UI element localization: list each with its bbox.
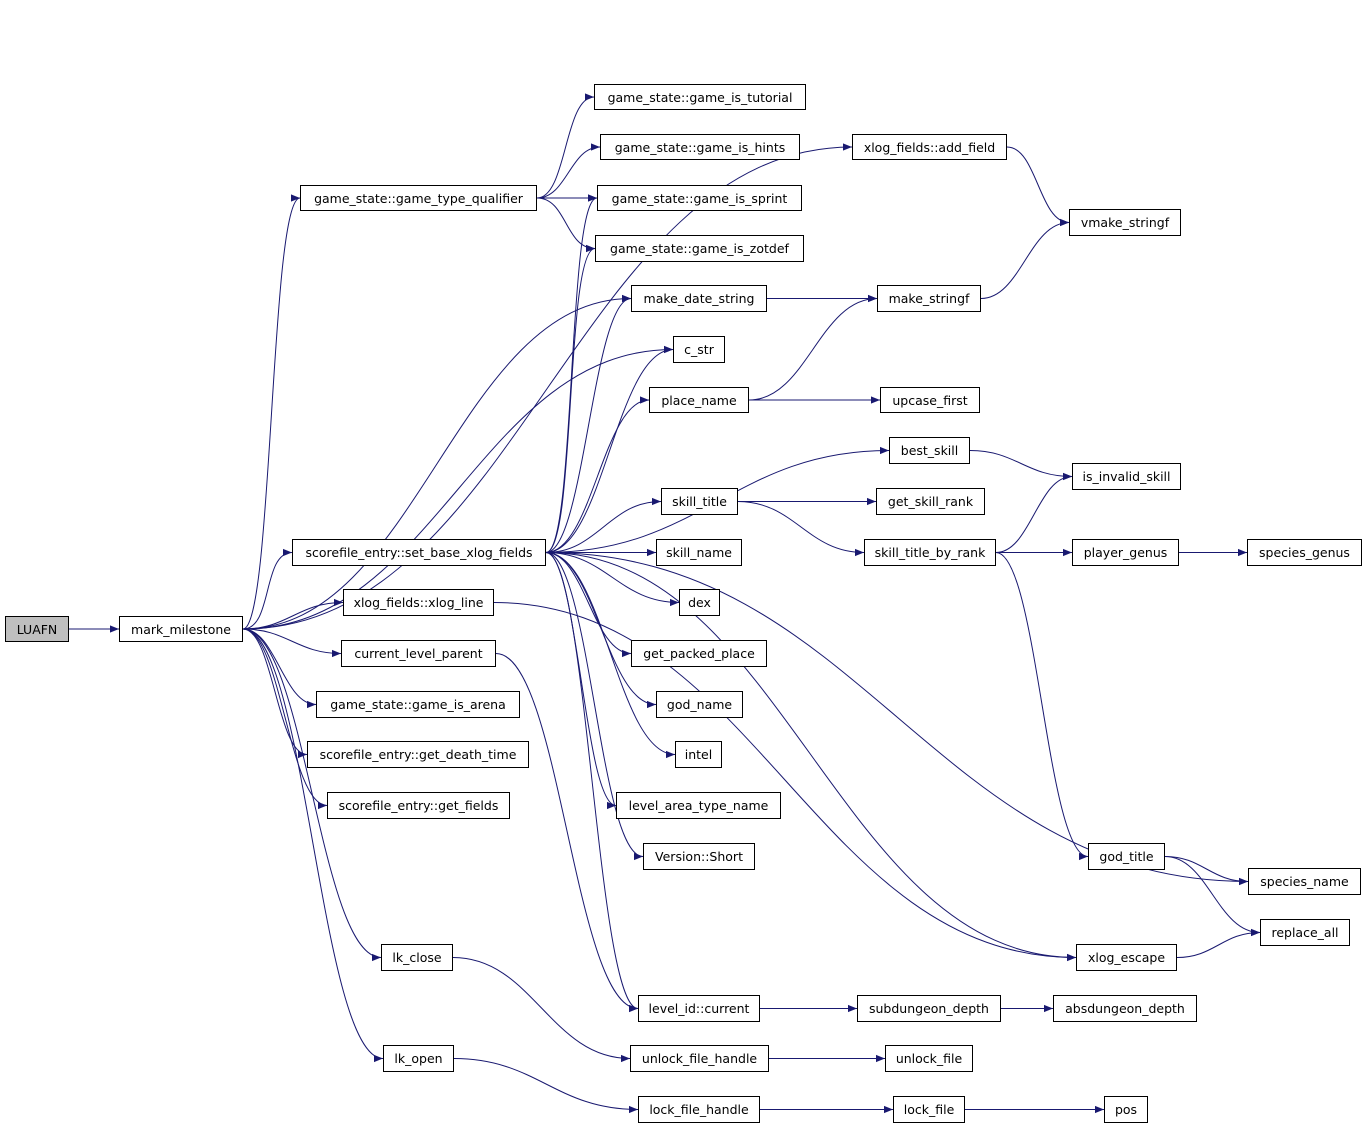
node-zotdef[interactable]: game_state::game_is_zotdef xyxy=(595,235,804,262)
edge-mark_milestone-to-set_base xyxy=(242,548,293,630)
node-get-skill-rank[interactable]: get_skill_rank xyxy=(876,488,985,515)
node-dex[interactable]: dex xyxy=(679,589,720,616)
node-sprint[interactable]: game_state::game_is_sprint xyxy=(597,185,802,211)
edge-set_base-to-version_short xyxy=(545,552,644,861)
edge-god_title-to-species_name xyxy=(1164,856,1249,886)
edge-clp-to-level_current xyxy=(495,653,639,1013)
edge-gtq-to-zotdef xyxy=(536,197,596,253)
node-tutorial[interactable]: game_state::game_is_tutorial xyxy=(594,84,806,110)
edge-set_base-to-dex xyxy=(545,552,680,607)
edge-mark_milestone-to-lk_close xyxy=(242,628,382,962)
node-lat-name[interactable]: level_area_type_name xyxy=(616,792,781,819)
edge-lk_open-to-lock_file_handle xyxy=(453,1058,639,1114)
edge-mark_milestone-to-make_date_string xyxy=(242,294,632,630)
node-lock-file-handle[interactable]: lock_file_handle xyxy=(638,1096,760,1123)
node-add-field[interactable]: xlog_fields::add_field xyxy=(852,134,1007,160)
node-unlock-file[interactable]: unlock_file xyxy=(885,1045,973,1072)
node-mark-milestone[interactable]: mark_milestone xyxy=(119,616,243,642)
node-skill-title[interactable]: skill_title xyxy=(661,488,738,515)
edge-gtq-to-hints xyxy=(536,143,601,199)
edge-set_base-to-intel xyxy=(545,552,676,759)
edge-set_base-to-make_date_string xyxy=(545,294,632,553)
node-level-current[interactable]: level_id::current xyxy=(638,995,760,1022)
node-stbr[interactable]: skill_title_by_rank xyxy=(864,539,996,566)
edge-stbr-to-is_invalid_skill xyxy=(995,472,1073,553)
node-c-str[interactable]: c_str xyxy=(673,336,725,363)
node-get-packed-place[interactable]: get_packed_place xyxy=(631,640,767,667)
edge-set_base-to-lat_name xyxy=(545,552,617,810)
edge-mark_milestone-to-lk_open xyxy=(242,628,384,1063)
edge-mark_milestone-to-gtq xyxy=(242,194,301,630)
edge-add_field-to-vmake_stringf xyxy=(1006,146,1070,227)
edge-set_base-to-level_current xyxy=(545,552,639,1013)
node-god-name[interactable]: god_name xyxy=(656,691,743,718)
edge-set_base-to-species_name xyxy=(545,552,1249,886)
edge-set_base-to-get_packed_place xyxy=(545,552,632,658)
node-player-genus[interactable]: player_genus xyxy=(1072,539,1179,566)
node-vmake-stringf[interactable]: vmake_stringf xyxy=(1069,209,1181,236)
node-lk-open[interactable]: lk_open xyxy=(383,1045,454,1072)
node-absdungeon-depth[interactable]: absdungeon_depth xyxy=(1053,995,1197,1022)
edge-mark_milestone-to-arena xyxy=(242,628,317,709)
node-clp[interactable]: current_level_parent xyxy=(341,640,496,667)
edge-stbr-to-god_title xyxy=(995,552,1089,861)
node-set-base[interactable]: scorefile_entry::set_base_xlog_fields xyxy=(292,539,546,566)
edge-make_stringf-to-vmake_stringf xyxy=(980,218,1070,299)
node-species-genus[interactable]: species_genus xyxy=(1247,539,1362,566)
edge-mark_milestone-to-c_str xyxy=(242,345,674,630)
node-gtq[interactable]: game_state::game_type_qualifier xyxy=(300,185,537,211)
edge-set_base-to-place_name xyxy=(545,396,650,553)
node-place-name[interactable]: place_name xyxy=(649,387,749,413)
node-lk-close[interactable]: lk_close xyxy=(381,944,453,971)
node-subdungeon-depth[interactable]: subdungeon_depth xyxy=(857,995,1001,1022)
edge-xlog_line-to-xlog_escape xyxy=(493,602,1077,962)
node-get-fields[interactable]: scorefile_entry::get_fields xyxy=(327,792,510,819)
node-xlog-escape[interactable]: xlog_escape xyxy=(1076,944,1177,971)
node-make-stringf[interactable]: make_stringf xyxy=(877,285,981,312)
node-is-invalid-skill[interactable]: is_invalid_skill xyxy=(1072,463,1181,490)
edge-best_skill-to-is_invalid_skill xyxy=(969,450,1073,481)
edge-mark_milestone-to-death_time xyxy=(242,628,308,759)
node-replace-all[interactable]: replace_all xyxy=(1260,919,1350,946)
edge-skill_title-to-stbr xyxy=(737,501,865,557)
node-xlog-line[interactable]: xlog_fields::xlog_line xyxy=(343,589,494,616)
node-god-title[interactable]: god_title xyxy=(1088,843,1165,870)
node-lock-file[interactable]: lock_file xyxy=(893,1096,965,1123)
node-upcase-first[interactable]: upcase_first xyxy=(880,387,980,413)
node-intel[interactable]: intel xyxy=(675,741,722,768)
edge-mark_milestone-to-get_fields xyxy=(242,628,328,810)
node-arena[interactable]: game_state::game_is_arena xyxy=(316,691,520,718)
node-version-short[interactable]: Version::Short xyxy=(643,843,755,870)
node-pos[interactable]: pos xyxy=(1104,1096,1148,1123)
edge-set_base-to-xlog_escape xyxy=(545,552,1077,962)
edge-mark_milestone-to-clp xyxy=(242,628,342,658)
node-hints[interactable]: game_state::game_is_hints xyxy=(600,134,800,160)
edge-lk_close-to-unlock_file_handle xyxy=(452,957,631,1063)
edge-set_base-to-zotdef xyxy=(545,244,596,553)
edge-god_title-to-replace_all xyxy=(1164,856,1261,937)
edge-set_base-to-sprint xyxy=(545,194,598,553)
node-unlock-file-handle[interactable]: unlock_file_handle xyxy=(630,1045,769,1072)
node-make-date-string[interactable]: make_date_string xyxy=(631,285,767,312)
edge-place_name-to-make_stringf xyxy=(748,294,878,401)
node-skill-name[interactable]: skill_name xyxy=(656,539,742,566)
edge-mark_milestone-to-xlog_line xyxy=(242,598,344,630)
node-best-skill[interactable]: best_skill xyxy=(889,437,970,464)
node-LUAFN[interactable]: LUAFN xyxy=(5,616,69,642)
edge-gtq-to-tutorial xyxy=(536,93,595,199)
edge-xlog_escape-to-replace_all xyxy=(1176,928,1261,958)
node-species-name[interactable]: species_name xyxy=(1248,868,1361,895)
edge-set_base-to-c_str xyxy=(545,345,674,553)
edge-set_base-to-skill_title xyxy=(545,497,662,553)
node-death-time[interactable]: scorefile_entry::get_death_time xyxy=(307,741,529,768)
